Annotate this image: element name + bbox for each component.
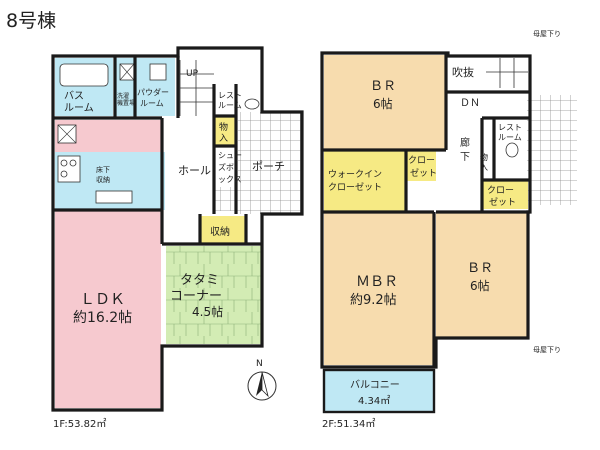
porch-label: ポーチ <box>252 160 285 173</box>
compass-label: N <box>256 359 263 369</box>
stair-1f <box>179 60 214 116</box>
area-1f: 1F:53.82㎡ <box>53 418 106 430</box>
closet1 <box>406 151 436 181</box>
atrium-label: 吹抜 <box>452 65 474 79</box>
roof-label-bottom: 母屋下り <box>533 346 561 354</box>
shoes-label: シューズボックス <box>218 151 242 184</box>
bath-label-l2: ルーム <box>64 102 94 114</box>
underfloor-label: 床下収納 <box>96 165 110 184</box>
br2-room <box>436 213 528 337</box>
tatami-size: 4.5帖 <box>192 304 223 319</box>
kitchen-sink <box>95 190 133 204</box>
br1-name: ＢＲ <box>370 79 396 94</box>
closet1-label: クローゼット <box>408 155 437 179</box>
dn-label: ＤＮ <box>460 98 480 109</box>
storage-room <box>200 216 246 244</box>
ldk-size: 約16.2帖 <box>73 310 132 326</box>
storage-2f-label: 物入 <box>480 152 488 172</box>
tatami-room <box>166 246 261 344</box>
hall-2f-label: 廊下 <box>460 136 470 163</box>
walls-2f <box>320 51 532 369</box>
porch-area <box>238 112 302 214</box>
hall-1f-label: ホール <box>178 164 211 177</box>
toilet-1f <box>244 98 260 110</box>
up-label: UP <box>186 69 199 79</box>
compass-icon: N <box>247 359 277 401</box>
walkin-closet <box>324 151 406 211</box>
mbr-name: ＭＢＲ <box>356 274 398 290</box>
bath-label: バス ルーム <box>64 90 94 114</box>
bath-label-l1: バス <box>64 90 84 102</box>
ldk-name: ＬＤＫ <box>80 290 125 308</box>
storage-2f <box>476 148 492 180</box>
mbr-room <box>324 213 434 365</box>
br2-name: ＢＲ <box>467 261 493 276</box>
balcony-size: 4.34㎡ <box>358 395 390 407</box>
balcony-area <box>324 370 434 412</box>
restroom-2f-label: レストルーム <box>498 123 522 142</box>
powder-label: パウダールーム <box>137 87 169 108</box>
floor2-plan: ＢＲ 6帖 吹抜 ＤＮ ウォークインクローゼット クローゼット 廊下 物入 レス… <box>320 30 577 430</box>
kitchen-counter <box>57 155 81 183</box>
br2-size: 6帖 <box>470 278 490 293</box>
roof-label-top: 母屋下り <box>533 30 561 38</box>
roof-tile-area <box>527 95 577 205</box>
balcony-label: バルコニー <box>350 379 400 391</box>
toilet-2f <box>505 142 519 158</box>
storage-label: 収納 <box>210 225 230 238</box>
floor1-plan: バス ルーム 洗濯機置場 パウダールーム UP レストルーム 物入 床下収納 Ｌ… <box>51 46 304 430</box>
br1-size: 6帖 <box>373 96 393 111</box>
walls-1f <box>51 46 304 412</box>
br1-room <box>324 55 446 149</box>
bathtub <box>59 63 109 87</box>
closet2-label: クローゼット <box>487 185 516 208</box>
closet2 <box>482 181 528 209</box>
small-storage-1f-label: 物入 <box>219 121 228 144</box>
small-storage-1f <box>214 116 236 146</box>
washer-label: 洗濯機置場 <box>117 92 135 107</box>
restroom-1f-label: レストルーム <box>218 91 242 110</box>
stair-2f <box>486 58 528 88</box>
plan-title: 8号棟 <box>6 10 56 32</box>
tatami-label: タタミコーナー <box>170 273 222 304</box>
area-2f: 2F:51.34㎡ <box>322 418 375 430</box>
walkin-label: ウォークインクローゼット <box>328 169 382 193</box>
porch-step <box>215 187 242 211</box>
mbr-size: 約9.2帖 <box>350 293 397 308</box>
